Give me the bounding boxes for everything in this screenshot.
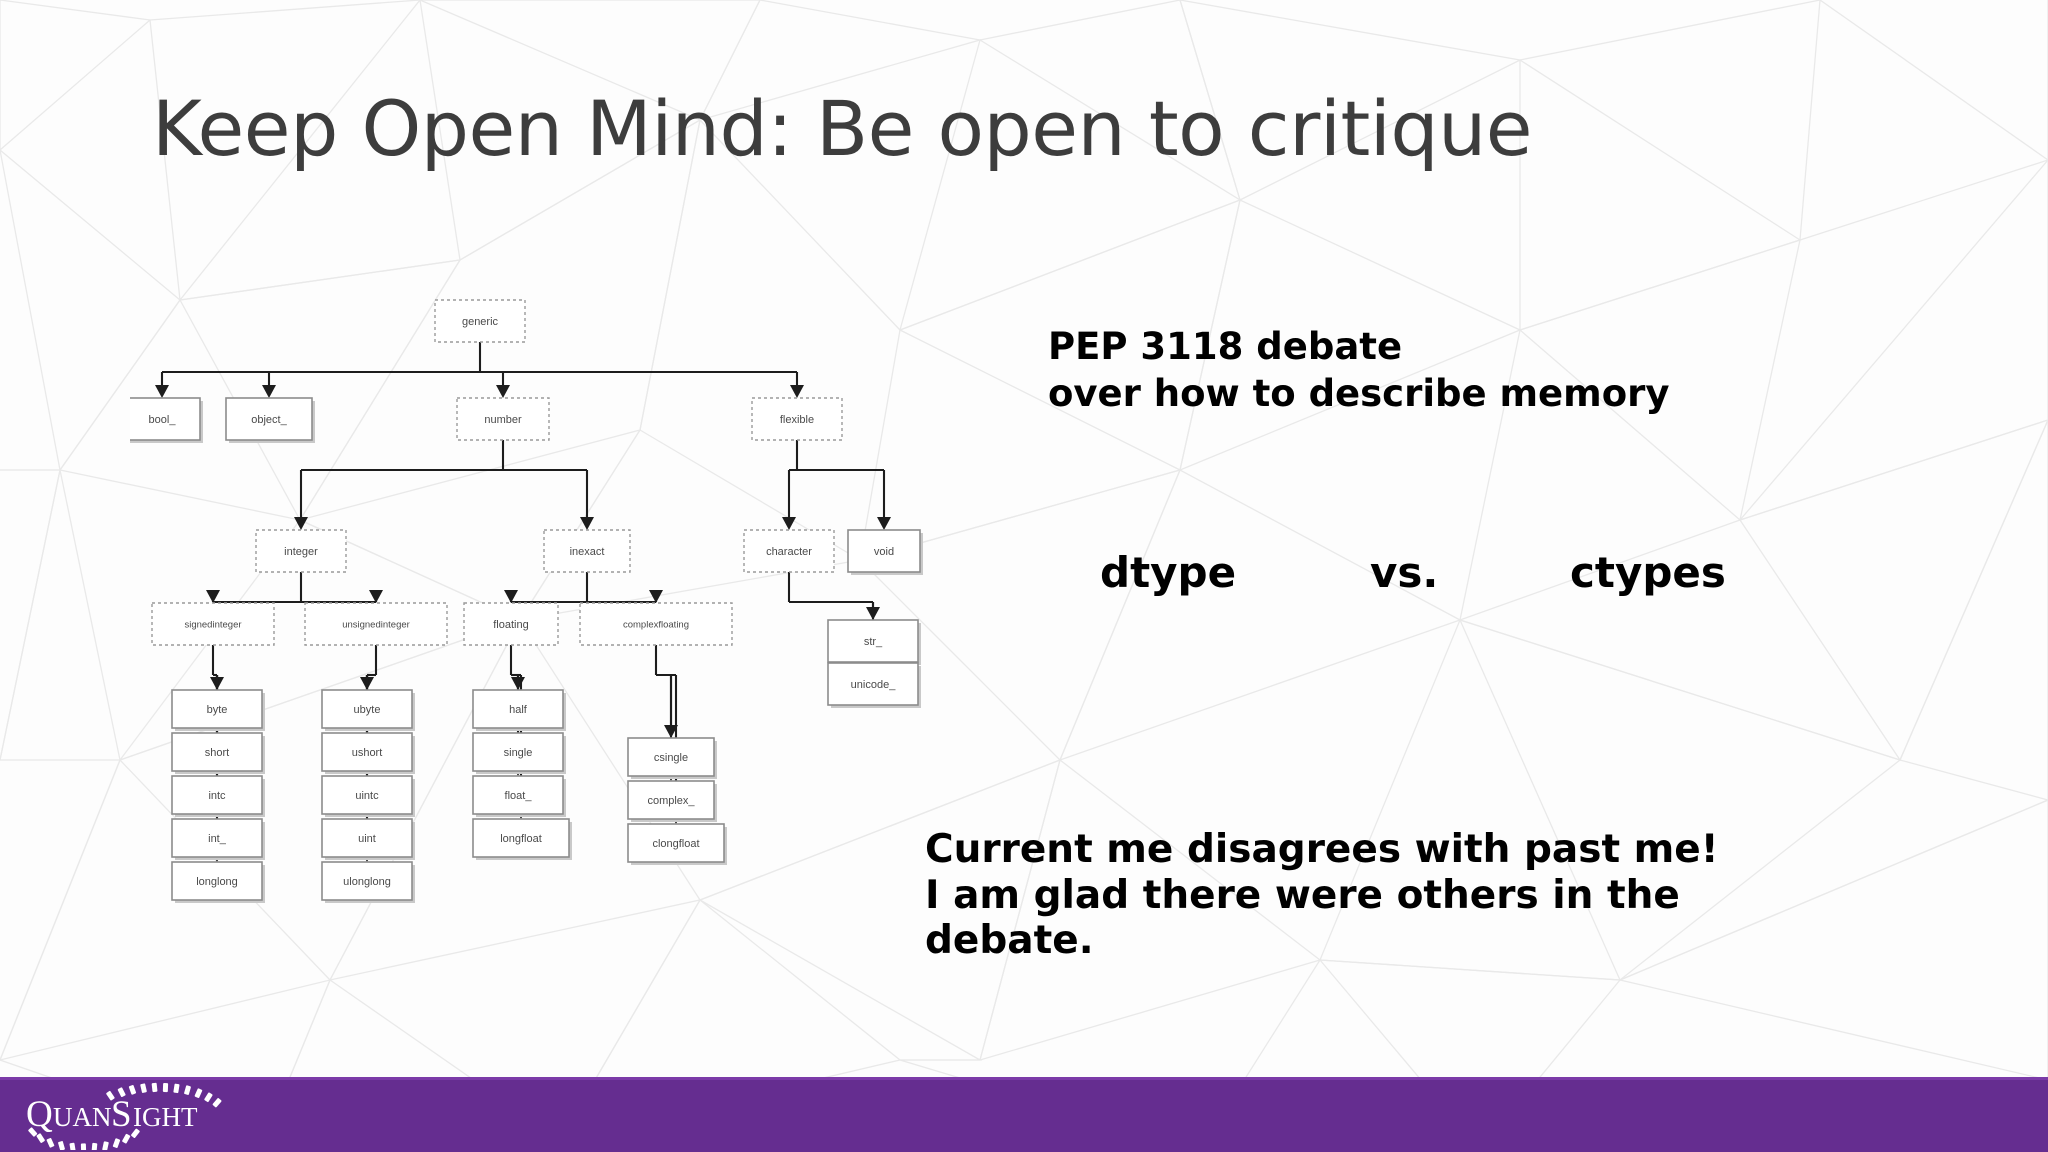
closing-note: Current me disagrees with past me! I am … <box>925 827 1719 964</box>
diagram-node-ulonglong: ulonglong <box>321 861 415 903</box>
node-label: ubyte <box>354 704 381 716</box>
diagram-node-bool_: bool_ <box>130 397 203 443</box>
diagram-node-longfloat: longfloat <box>472 818 572 860</box>
footer-bar: Q UAN S IGHT <box>0 1077 2048 1152</box>
node-label: ushort <box>352 747 383 759</box>
node-label: short <box>205 747 229 759</box>
node-label: void <box>874 546 894 558</box>
node-label: flexible <box>780 414 814 426</box>
node-label: inexact <box>570 546 605 558</box>
edge-arrowhead <box>580 517 594 530</box>
node-label: integer <box>284 546 318 558</box>
node-label: signedinteger <box>184 620 241 631</box>
diagram-node-ubyte: ubyte <box>321 689 415 731</box>
comparison-left-dtype: dtype <box>1100 548 1237 597</box>
diagram-node-uintc: uintc <box>321 775 415 817</box>
node-label: byte <box>207 704 228 716</box>
diagram-node-clongfloat: clongfloat <box>627 823 727 865</box>
diagram-node-ushort: ushort <box>321 732 415 774</box>
node-label: longfloat <box>500 833 542 845</box>
edge-arrowhead <box>155 385 169 398</box>
diagram-node-complex_: complex_ <box>627 780 717 822</box>
logo-letters-ight: IGHT <box>133 1102 198 1132</box>
edge-arrowhead <box>496 385 510 398</box>
node-label: unsignedinteger <box>342 620 410 631</box>
diagram-node-byte: byte <box>171 689 265 731</box>
logo-letters-uan: UAN <box>53 1102 112 1132</box>
node-label: uintc <box>355 790 379 802</box>
logo-letter-s: S <box>111 1094 132 1135</box>
diagram-node-csingle: csingle <box>627 737 717 779</box>
node-label: generic <box>462 316 499 328</box>
node-label: str_ <box>864 636 883 648</box>
diagram-node-inexact: inexact <box>543 529 631 573</box>
node-label: character <box>766 546 812 558</box>
diagram-node-int_: int_ <box>171 818 265 860</box>
node-label: ulonglong <box>343 876 391 888</box>
edge-arrowhead <box>294 517 308 530</box>
edge-arrowhead <box>262 385 276 398</box>
node-label: object_ <box>251 414 287 426</box>
diagram-node-unsignedinteger: unsignedinteger <box>304 602 448 646</box>
comparison-separator-vs: vs. <box>1370 548 1439 597</box>
diagram-node-signedinteger: signedinteger <box>151 602 275 646</box>
diagram-node-float_: float_ <box>472 775 566 817</box>
diagram-node-flexible: flexible <box>751 397 843 441</box>
diagram-node-short: short <box>171 732 265 774</box>
node-label: csingle <box>654 752 688 764</box>
diagram-node-generic: generic <box>434 299 526 343</box>
node-label: clongfloat <box>652 838 699 850</box>
node-label: longlong <box>196 876 238 888</box>
quansight-logo: Q UAN S IGHT <box>26 1082 222 1150</box>
diagram-node-floating: floating <box>463 602 559 646</box>
node-label: unicode_ <box>851 679 897 691</box>
diagram-node-character: character <box>743 529 835 573</box>
dtype-vs-ctypes-row: dtype vs. ctypes <box>1100 548 1860 597</box>
edge-arrowhead <box>877 517 891 530</box>
pep-3118-heading: PEP 3118 debate over how to describe mem… <box>1048 325 1670 416</box>
diagram-node-integer: integer <box>255 529 347 573</box>
diagram-node-single: single <box>472 732 566 774</box>
node-label: intc <box>208 790 226 802</box>
diagram-node-complexfloating: complexfloating <box>579 602 733 646</box>
diagram-node-longlong: longlong <box>171 861 265 903</box>
node-label: complex_ <box>647 795 695 807</box>
diagram-node-uint: uint <box>321 818 415 860</box>
dtype-hierarchy-svg: generic bool_ object_ number flexible integer… <box>130 299 923 903</box>
edge-arrowhead <box>790 385 804 398</box>
node-label: complexfloating <box>623 620 689 631</box>
edge-arrowhead <box>782 517 796 530</box>
diagram-node-unicode_: unicode_ <box>827 662 921 708</box>
diagram-node-number: number <box>456 397 550 441</box>
diagram-node-str_: str_ <box>827 619 921 665</box>
node-label: floating <box>493 619 528 631</box>
node-label: bool_ <box>149 414 177 426</box>
node-label: int_ <box>208 833 227 845</box>
diagram-node-intc: intc <box>171 775 265 817</box>
node-label: float_ <box>505 790 533 802</box>
node-label: uint <box>358 833 376 845</box>
page-title: Keep Open Mind: Be open to critique <box>152 84 1533 173</box>
node-label: number <box>484 414 522 426</box>
diagram-node-void: void <box>847 529 923 575</box>
diagram-node-object_: object_ <box>225 397 315 443</box>
diagram-node-half: half <box>472 689 566 731</box>
comparison-right-ctypes: ctypes <box>1570 548 1726 597</box>
node-label: single <box>504 747 533 759</box>
numpy-dtype-hierarchy-diagram: generic bool_ object_ number flexible integer… <box>130 290 950 960</box>
node-label: half <box>509 704 528 716</box>
